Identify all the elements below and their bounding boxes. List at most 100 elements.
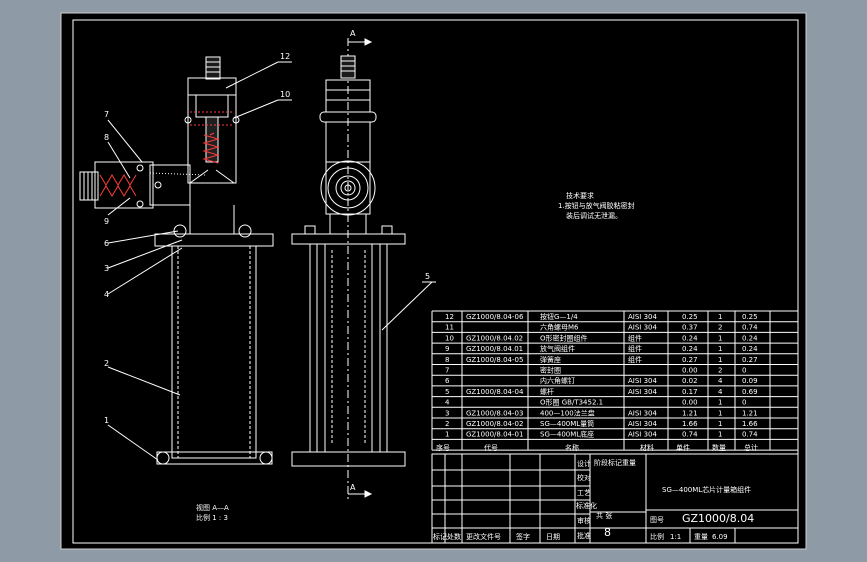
bom-cell-qty: 2: [718, 324, 722, 332]
bom-cell-unit: 0.00: [682, 399, 698, 407]
bom-cell-name: 400—100法兰盘: [540, 408, 595, 417]
bom-cell-unit: 0.27: [682, 356, 698, 364]
bom-cell-unit: 0.24: [682, 345, 698, 353]
top-nozzle: [205, 56, 221, 80]
bom-cell-total: 0.69: [742, 388, 758, 396]
bom-header-qty: 数量: [712, 443, 726, 452]
title-label-sign: 签字: [516, 532, 530, 541]
title-label-ratify: 批准: [577, 531, 591, 540]
balloon-6: 6: [104, 239, 109, 248]
bom-cell-material: AISI 304: [628, 420, 657, 428]
bom-cell-total: 0: [742, 367, 746, 375]
bom-cell-qty: 1: [718, 356, 722, 364]
bom-header-material: 材料: [640, 443, 654, 452]
bom-cell-unit: 0.02: [682, 377, 698, 385]
bom-cell-total: 0: [742, 399, 746, 407]
bom-cell-unit: 0.17: [682, 388, 698, 396]
balloon-8: 8: [104, 133, 109, 142]
bom-cell-name: 放气阀组件: [540, 344, 575, 353]
bom-cell-code: GZ1000/8.04-03: [466, 409, 523, 417]
bom-cell-unit: 1.66: [682, 420, 698, 428]
balloon-7: 7: [104, 110, 109, 119]
bom-cell-material: 组件: [628, 344, 642, 353]
bom-cell-qty: 4: [718, 377, 723, 385]
section-label-bottom: A: [350, 483, 356, 492]
balloon-3: 3: [104, 264, 109, 273]
bom-cell-name: 六角螺母M6: [540, 323, 579, 332]
title-label-stage: 阶段标记: [594, 458, 622, 467]
title-sheet-total: 8: [604, 526, 611, 539]
bom-cell-code: GZ1000/8.04.02: [466, 334, 523, 342]
balloon-10: 10: [280, 90, 290, 99]
bom-cell-total: 0.74: [742, 324, 758, 332]
bom-cell-name: 按钮G—1/4: [540, 312, 578, 321]
balloon-12: 12: [280, 52, 290, 61]
title-label-check: 校对: [577, 473, 591, 482]
bom-cell-no: 10: [445, 334, 454, 342]
bom-cell-material: AISI 304: [628, 377, 657, 385]
bom-cell-name: 弹簧座: [540, 355, 561, 364]
bom-cell-no: 7: [445, 367, 449, 375]
bom-cell-total: 0.09: [742, 377, 758, 385]
bom-cell-material: 组件: [628, 355, 642, 364]
bom-cell-qty: 1: [718, 409, 722, 417]
bom-cell-total: 0.74: [742, 431, 758, 439]
valve-body-upper: [187, 77, 237, 184]
bom-header-name: 名称: [565, 443, 579, 452]
bom-cell-unit: 0.00: [682, 367, 698, 375]
bom-cell-qty: 1: [718, 345, 722, 353]
leader-lines: [107, 61, 436, 461]
balloon-4: 4: [104, 290, 109, 299]
bom-cell-unit: 1.21: [682, 409, 698, 417]
title-label-revision: 标记: [433, 532, 447, 541]
title-scale-value: 1:1: [670, 533, 681, 541]
bom-cell-no: 1: [445, 431, 449, 439]
side-arm: [149, 164, 191, 206]
bom-table-lines: [431, 310, 799, 451]
section-label-top: A: [350, 29, 356, 38]
title-label-total: 共 张: [596, 511, 612, 520]
balloon-2: 2: [104, 359, 109, 368]
measuring-cylinder: [171, 245, 257, 459]
bom-cell-no: 9: [445, 345, 449, 353]
title-label-process: 工艺: [577, 489, 591, 497]
bom-cell-no: 8: [445, 356, 449, 364]
bom-cell-qty: 1: [718, 313, 722, 321]
bom-cell-material: AISI 304: [628, 324, 657, 332]
bom-header-total: 总计: [744, 443, 758, 452]
bom-cell-qty: 4: [718, 388, 723, 396]
tech-req-line2: 装后调试无泄漏。: [566, 211, 622, 220]
bom-header-unit: 单件: [676, 443, 690, 452]
bom-cell-unit: 0.74: [682, 431, 698, 439]
bom-cell-name: 螺杆: [540, 387, 554, 396]
bom-cell-qty: 1: [718, 399, 722, 407]
bom-cell-code: GZ1000/8.04.01: [466, 345, 523, 353]
side-view: [291, 38, 406, 500]
bom-cell-total: 0.25: [742, 313, 758, 321]
bom-cell-no: 6: [445, 377, 450, 385]
bom-cell-no: 5: [445, 388, 449, 396]
front-section-view: [79, 56, 274, 465]
bom-cell-no: 2: [445, 420, 449, 428]
tech-req-title: 技术要求: [566, 191, 594, 200]
title-block-lines: [431, 453, 799, 544]
bom-cell-total: 0.27: [742, 356, 758, 364]
title-label-drawing-no: 图号: [650, 516, 664, 524]
bom-cell-material: AISI 304: [628, 431, 657, 439]
bom-cell-code: GZ1000/8.04-04: [466, 388, 524, 396]
bom-cell-qty: 1: [718, 334, 722, 342]
bom-cell-code: GZ1000/8.04-02: [466, 420, 523, 428]
bom-cell-unit: 0.37: [682, 324, 698, 332]
release-valve: [94, 161, 154, 209]
bom-cell-total: 0.24: [742, 334, 758, 342]
title-drawing-number: GZ1000/8.04: [682, 512, 754, 525]
view-note-line2: 比例 1 : 3: [196, 513, 228, 522]
bom-cell-material: AISI 304: [628, 313, 657, 321]
title-label-design: 设计: [577, 459, 591, 468]
title-product-name: SG—400ML芯片计量箱组件: [662, 485, 751, 494]
view-note-line1: 视图 A—A: [196, 503, 229, 512]
title-label-standard: 标准化: [576, 501, 597, 510]
bom-cell-no: 12: [445, 313, 454, 321]
valve-round: [320, 160, 376, 216]
bom-cell-material: 组件: [628, 333, 642, 342]
